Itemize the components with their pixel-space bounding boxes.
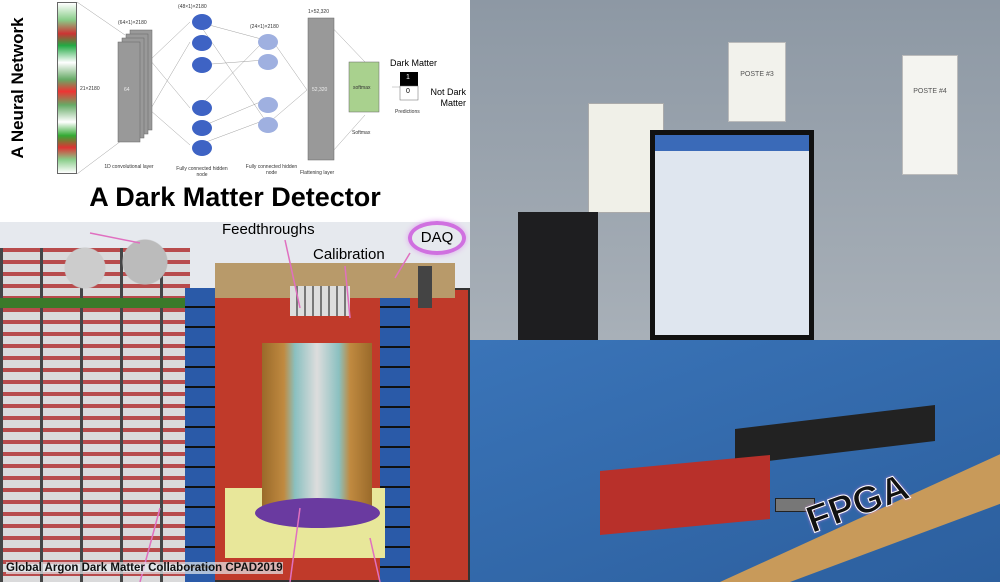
input-label: 21×2180 [80, 86, 100, 92]
softmax-inner: softmax [353, 85, 371, 91]
poster-3: POSTE #3 [728, 42, 786, 122]
detector-title: A Dark Matter Detector [89, 182, 381, 212]
detector-illustration: A Dark Matter Detector Feedthroughs Cali… [0, 178, 470, 582]
poster-4: POSTE #4 [902, 55, 958, 175]
daq-rack [418, 266, 432, 308]
calibration-label: Calibration [313, 246, 385, 263]
dark-matter-label: Dark Matter [390, 58, 438, 68]
flat-caption: Flattening layer [300, 170, 335, 176]
inner-vessel [262, 343, 372, 508]
fc1-dims: (48×1)×2180 [178, 4, 207, 10]
not-dark-matter-label: Not Dark Matter [430, 87, 466, 108]
network-connections [76, 1, 419, 175]
lab-photo: POSTE #3 POSTE #4 FPGA [470, 0, 1000, 582]
flat-inner: 52,320 [312, 87, 328, 93]
input-strip [57, 2, 77, 174]
conv-dims: (64×1)×2180 [118, 20, 147, 26]
feedthroughs-label: Feedthroughs [222, 221, 315, 238]
fc2-dims: (24×1)×2180 [250, 24, 279, 30]
conv-caption: 1D convolutional layer [104, 164, 154, 170]
poster-3-label: POSTE #3 [740, 71, 774, 78]
conv-inner: 64 [124, 87, 130, 93]
predictions-label: Predictions [395, 109, 420, 115]
poster-4-label: POSTE #4 [913, 88, 947, 95]
callout-lines [89, 232, 411, 582]
fc2-caption: Fully connected hidden node [245, 164, 298, 176]
monitor [650, 130, 814, 340]
credit-text: Global Argon Dark Matter Collaboration C… [6, 562, 283, 574]
output-0: 0 [406, 88, 410, 95]
neural-network-diagram: A Neural Network 21×2180 (64×1)×2180 64 … [0, 0, 470, 178]
fc1-caption: Fully connected hidden node [176, 166, 228, 178]
tanks [40, 238, 190, 298]
output-1: 1 [406, 74, 410, 81]
softmax-caption: Softmax [352, 130, 371, 136]
arrow-icon [775, 498, 815, 512]
flat-dims: 1×52,320 [308, 9, 329, 15]
daq-label: DAQ [408, 221, 466, 255]
